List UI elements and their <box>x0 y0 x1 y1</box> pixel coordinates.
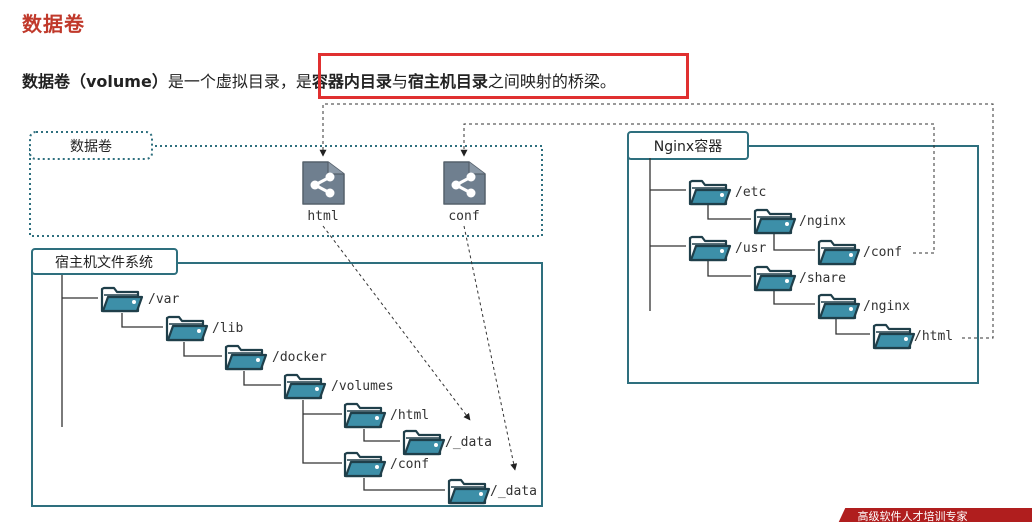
volume-item-html: html <box>307 209 338 224</box>
folder-icon <box>688 179 732 206</box>
folder-icon <box>688 235 732 262</box>
highlight-box <box>318 53 689 99</box>
nginx-dir-usr: /usr <box>735 241 766 256</box>
volume-conf-share-icon <box>442 160 487 206</box>
host-tree-lines <box>61 275 445 491</box>
folder-icon <box>817 239 861 266</box>
subtitle-term: 数据卷（volume） <box>22 72 168 91</box>
nginx-dir-nginx-2: /nginx <box>863 299 910 314</box>
host-box <box>31 262 543 507</box>
host-dir-volumes: /volumes <box>331 379 394 394</box>
subtitle-text-4: 之间映射的桥梁。 <box>487 72 616 91</box>
folder-icon <box>817 293 861 320</box>
nginx-dir-nginx: /nginx <box>799 214 846 229</box>
volume-box <box>29 145 543 237</box>
footer-brand-text: 高级软件人才培训专家 <box>857 510 968 522</box>
nginx-dir-html: /html <box>914 329 953 344</box>
subtitle-text-1: 是一个虚拟目录， <box>167 72 296 91</box>
host-dir-conf: /conf <box>390 457 429 472</box>
folder-icon <box>100 286 144 313</box>
host-dir-var: /var <box>148 292 179 307</box>
subtitle-text-3: 与 <box>391 72 408 91</box>
footer-brand: 高级软件人才培训专家 <box>838 508 1032 522</box>
host-box-label-bg <box>31 248 178 275</box>
volume-html-share-icon <box>301 160 346 206</box>
nginx-dir-etc: /etc <box>735 185 766 200</box>
folder-icon <box>343 402 387 429</box>
volume-item-conf: conf <box>448 209 479 224</box>
nginx-dir-share: /share <box>799 271 846 286</box>
host-dir-html: /html <box>390 408 429 423</box>
folder-icon <box>753 208 797 235</box>
folder-icon <box>283 373 327 400</box>
host-dir-docker: /docker <box>272 350 327 365</box>
subtitle-container-dir: 容器内目录 <box>311 72 392 91</box>
nginx-tree-lines <box>649 158 870 335</box>
volume-box-label-bg <box>29 131 153 160</box>
host-dir-conf-data: /_data <box>490 484 537 499</box>
host-dir-html-data: /_data <box>445 435 492 450</box>
page-title: 数据卷 <box>22 12 85 36</box>
subtitle: 数据卷（volume）是一个虚拟目录，是容器内目录与宿主机目录之间映射的桥梁。 <box>22 68 616 92</box>
folder-icon <box>447 478 491 505</box>
nginx-box-label: Nginx容器 <box>654 138 722 155</box>
subtitle-text-2: 是 <box>295 72 312 91</box>
folder-icon <box>753 265 797 292</box>
folder-icon <box>872 323 916 350</box>
nginx-box-label-bg <box>627 131 749 160</box>
nginx-box <box>627 145 979 384</box>
folder-icon <box>165 315 209 342</box>
subtitle-host-dir: 宿主机目录 <box>407 72 488 91</box>
mapping-connectors <box>319 103 994 471</box>
folder-icon <box>224 344 268 371</box>
host-dir-lib: /lib <box>212 321 243 336</box>
nginx-dir-conf: /conf <box>863 245 902 260</box>
volume-box-label: 数据卷 <box>70 139 112 155</box>
folder-icon <box>402 429 446 456</box>
host-box-label: 宿主机文件系统 <box>55 254 153 271</box>
folder-icon <box>343 451 387 478</box>
